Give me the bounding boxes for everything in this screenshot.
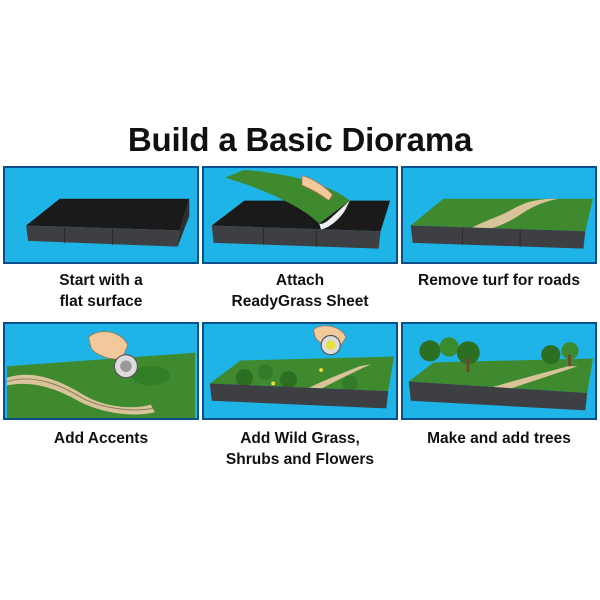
step-2-caption: Attach ReadyGrass Sheet — [200, 270, 400, 312]
step-2-illustration — [202, 166, 398, 264]
step-4-illustration — [3, 322, 199, 420]
step-6-illustration — [401, 322, 597, 420]
step-3-illustration — [401, 166, 597, 264]
step-5-illustration — [202, 322, 398, 420]
step-5-caption: Add Wild Grass, Shrubs and Flowers — [200, 428, 400, 470]
step-4-caption-line-1: Add Accents — [53, 430, 149, 447]
step-1-caption-line-2: flat surface — [59, 293, 143, 310]
step-4-caption: Add Accents — [1, 428, 201, 449]
step-5-caption-line-2: Shrubs and Flowers — [225, 451, 375, 468]
step-1-caption: Start with a flat surface — [1, 270, 201, 312]
step-3-caption-line-1: Remove turf for roads — [418, 272, 580, 289]
step-5-caption-line-1: Add Wild Grass, — [240, 430, 360, 447]
step-1-illustration — [3, 166, 199, 264]
step-2-caption-line-2: ReadyGrass Sheet — [231, 293, 369, 310]
step-3-caption: Remove turf for roads — [399, 270, 599, 291]
step-2-caption-line-1: Attach — [275, 272, 325, 289]
step-6-caption-line-1: Make and add trees — [427, 430, 571, 447]
step-6-caption: Make and add trees — [399, 428, 599, 449]
page-title: Build a Basic Diorama — [127, 121, 473, 158]
step-1-caption-line-1: Start with a — [59, 272, 143, 289]
